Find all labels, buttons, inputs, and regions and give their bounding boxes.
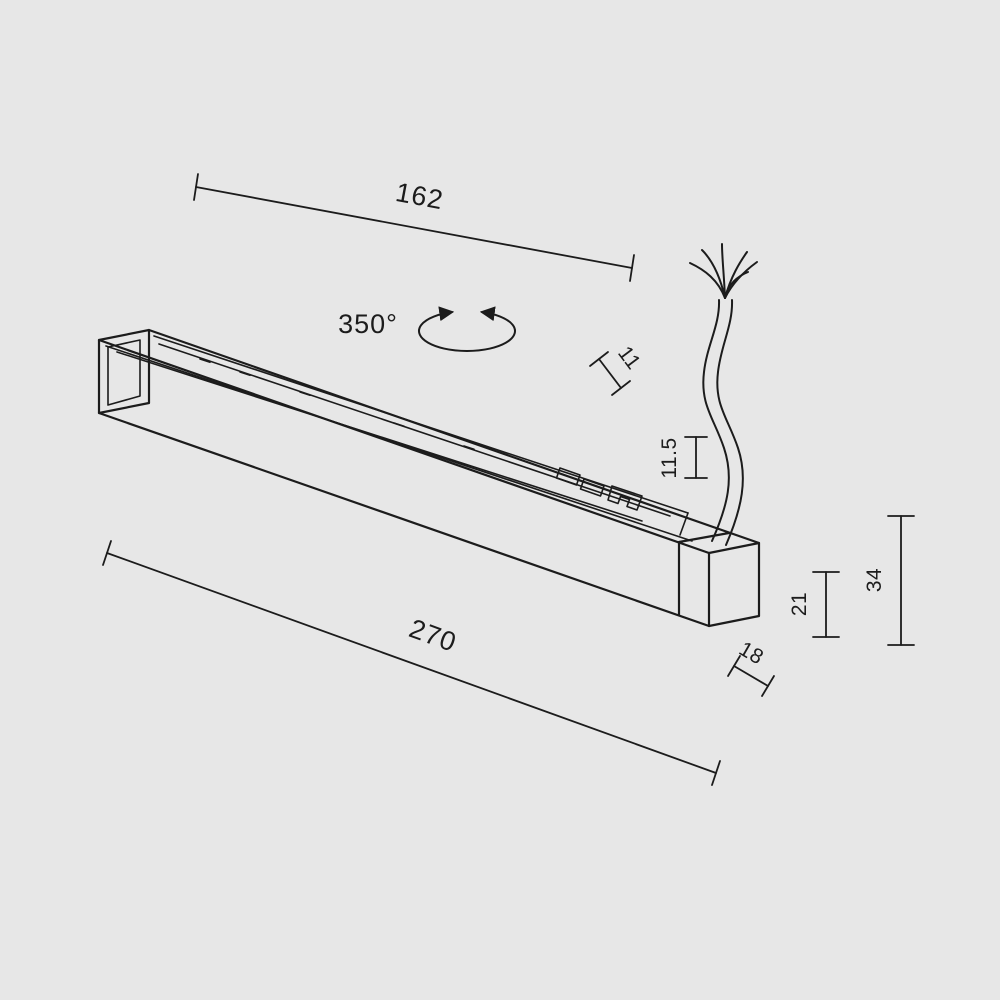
channel-line-front-top: [105, 345, 693, 542]
dim-162: [193, 173, 635, 282]
wire-bundle-left-edge: [702, 299, 730, 542]
dim-11-tick: [589, 351, 609, 367]
dim-162-tick: [193, 173, 199, 201]
dim-11-line: [598, 358, 622, 389]
wire-bundle-right-edge: [716, 299, 744, 546]
mounting-hole-mark: [199, 358, 211, 364]
dim-21: [812, 571, 840, 638]
dim-11-5: [684, 436, 708, 479]
dim-34-label: 34: [863, 568, 886, 592]
dim-11-5-label: 11.5: [658, 437, 681, 478]
mounting-hole-mark: [393, 422, 405, 428]
wire-strand: [721, 243, 726, 299]
mounting-hole-mark: [239, 371, 251, 377]
dim-11: [589, 351, 631, 396]
endcap-seam: [677, 531, 731, 617]
dim-162-line: [195, 186, 633, 269]
wire-strand: [724, 271, 749, 299]
dim-21-label: 21: [788, 592, 811, 616]
dim-162-tick: [629, 254, 635, 282]
channel-end-edge: [679, 512, 689, 536]
fixture-body: [97, 328, 761, 628]
terminal-block: [579, 478, 605, 497]
dim-18: [727, 655, 775, 697]
power-wires: [689, 243, 758, 546]
dim-270-line: [106, 552, 717, 774]
fixture-right-end-edges: [707, 541, 761, 628]
dim-270-tick: [711, 760, 721, 786]
terminal-block: [555, 467, 581, 486]
mounting-hole-mark: [299, 391, 311, 397]
dim-18-tick: [761, 675, 775, 697]
dim-18-line: [733, 665, 769, 687]
mounting-hole-mark: [463, 445, 475, 451]
left-endcap-inset: [107, 339, 141, 406]
rotation-angle-label: 350°: [338, 309, 398, 339]
dim-34: [887, 515, 915, 646]
fixture-front-top-edge: [97, 338, 711, 555]
wire-strand: [701, 249, 726, 299]
fixture-details: [105, 335, 693, 542]
end-connector-bracket: [607, 485, 643, 511]
dim-270-tick: [102, 540, 112, 566]
dim-11-tick: [611, 380, 631, 396]
rotation-arc: [418, 306, 516, 352]
rotation-arrow: [418, 306, 516, 352]
dim-18-tick: [727, 655, 741, 677]
fixture-left-end-edges: [97, 328, 151, 415]
dim-270: [102, 540, 721, 786]
